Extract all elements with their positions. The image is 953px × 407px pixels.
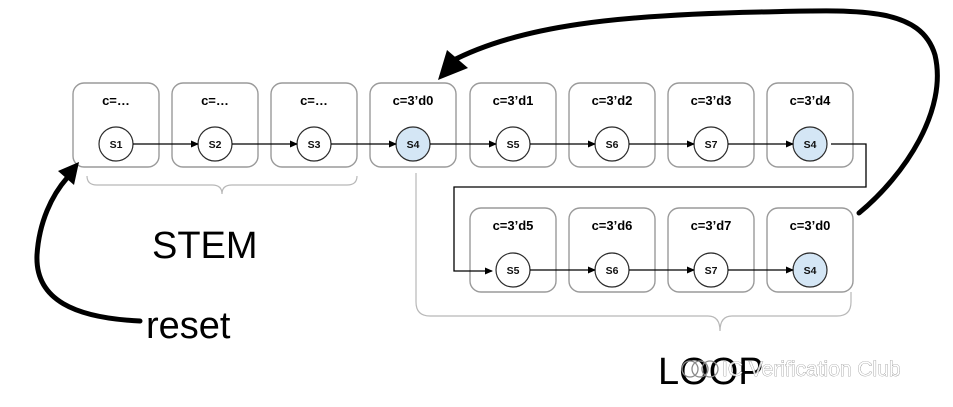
state-name: S1 bbox=[110, 139, 123, 151]
wrap-transition-arrow bbox=[453, 143, 867, 275]
state-name: S6 bbox=[606, 139, 619, 151]
wechat-channel-icon bbox=[681, 360, 719, 378]
counter-label: c=3’d0 bbox=[393, 93, 434, 108]
reset-arrow bbox=[34, 175, 143, 324]
watermark-text: IC Verification Club bbox=[722, 358, 901, 381]
counter-label: c=3’d1 bbox=[493, 93, 534, 108]
loop-back-arrow bbox=[447, 8, 940, 216]
loop-label: LOOP bbox=[658, 351, 764, 393]
state-box: c=… S2 bbox=[171, 82, 259, 168]
counter-label: c=3’d0 bbox=[790, 218, 831, 233]
stem-brace bbox=[86, 175, 358, 195]
counter-label: c=3’d2 bbox=[592, 93, 633, 108]
state-name: S2 bbox=[209, 139, 222, 151]
counter-label: c=3’d6 bbox=[592, 218, 633, 233]
counter-label: c=3’d7 bbox=[691, 218, 732, 233]
counter-label: c=3’d3 bbox=[691, 93, 732, 108]
transition-arrows bbox=[133, 140, 794, 274]
reset-label: reset bbox=[146, 305, 231, 347]
state-box: c=… S1 bbox=[72, 82, 160, 168]
state-name: S5 bbox=[507, 265, 520, 277]
state-name: S4 bbox=[804, 265, 817, 277]
counter-label: c=… bbox=[300, 93, 328, 108]
state-name: S6 bbox=[606, 265, 619, 277]
state-name: S4 bbox=[804, 139, 817, 151]
loop-brace bbox=[415, 173, 852, 332]
watermark: IC Verification Club bbox=[681, 358, 901, 381]
state-name: S4 bbox=[407, 139, 420, 151]
reset-arrowhead bbox=[58, 162, 79, 185]
state-name: S7 bbox=[705, 265, 718, 277]
state-name: S5 bbox=[507, 139, 520, 151]
state-box: c=… S3 bbox=[270, 82, 358, 168]
counter-label: c=… bbox=[201, 93, 229, 108]
state-name: S7 bbox=[705, 139, 718, 151]
counter-label: c=3’d4 bbox=[790, 93, 832, 108]
stem-label: STEM bbox=[152, 225, 258, 267]
state-name: S3 bbox=[308, 139, 321, 151]
counter-label: c=… bbox=[102, 93, 130, 108]
counter-label: c=3’d5 bbox=[493, 218, 534, 233]
loop-back-arrowhead bbox=[438, 50, 468, 80]
state-box-frame bbox=[72, 82, 160, 168]
